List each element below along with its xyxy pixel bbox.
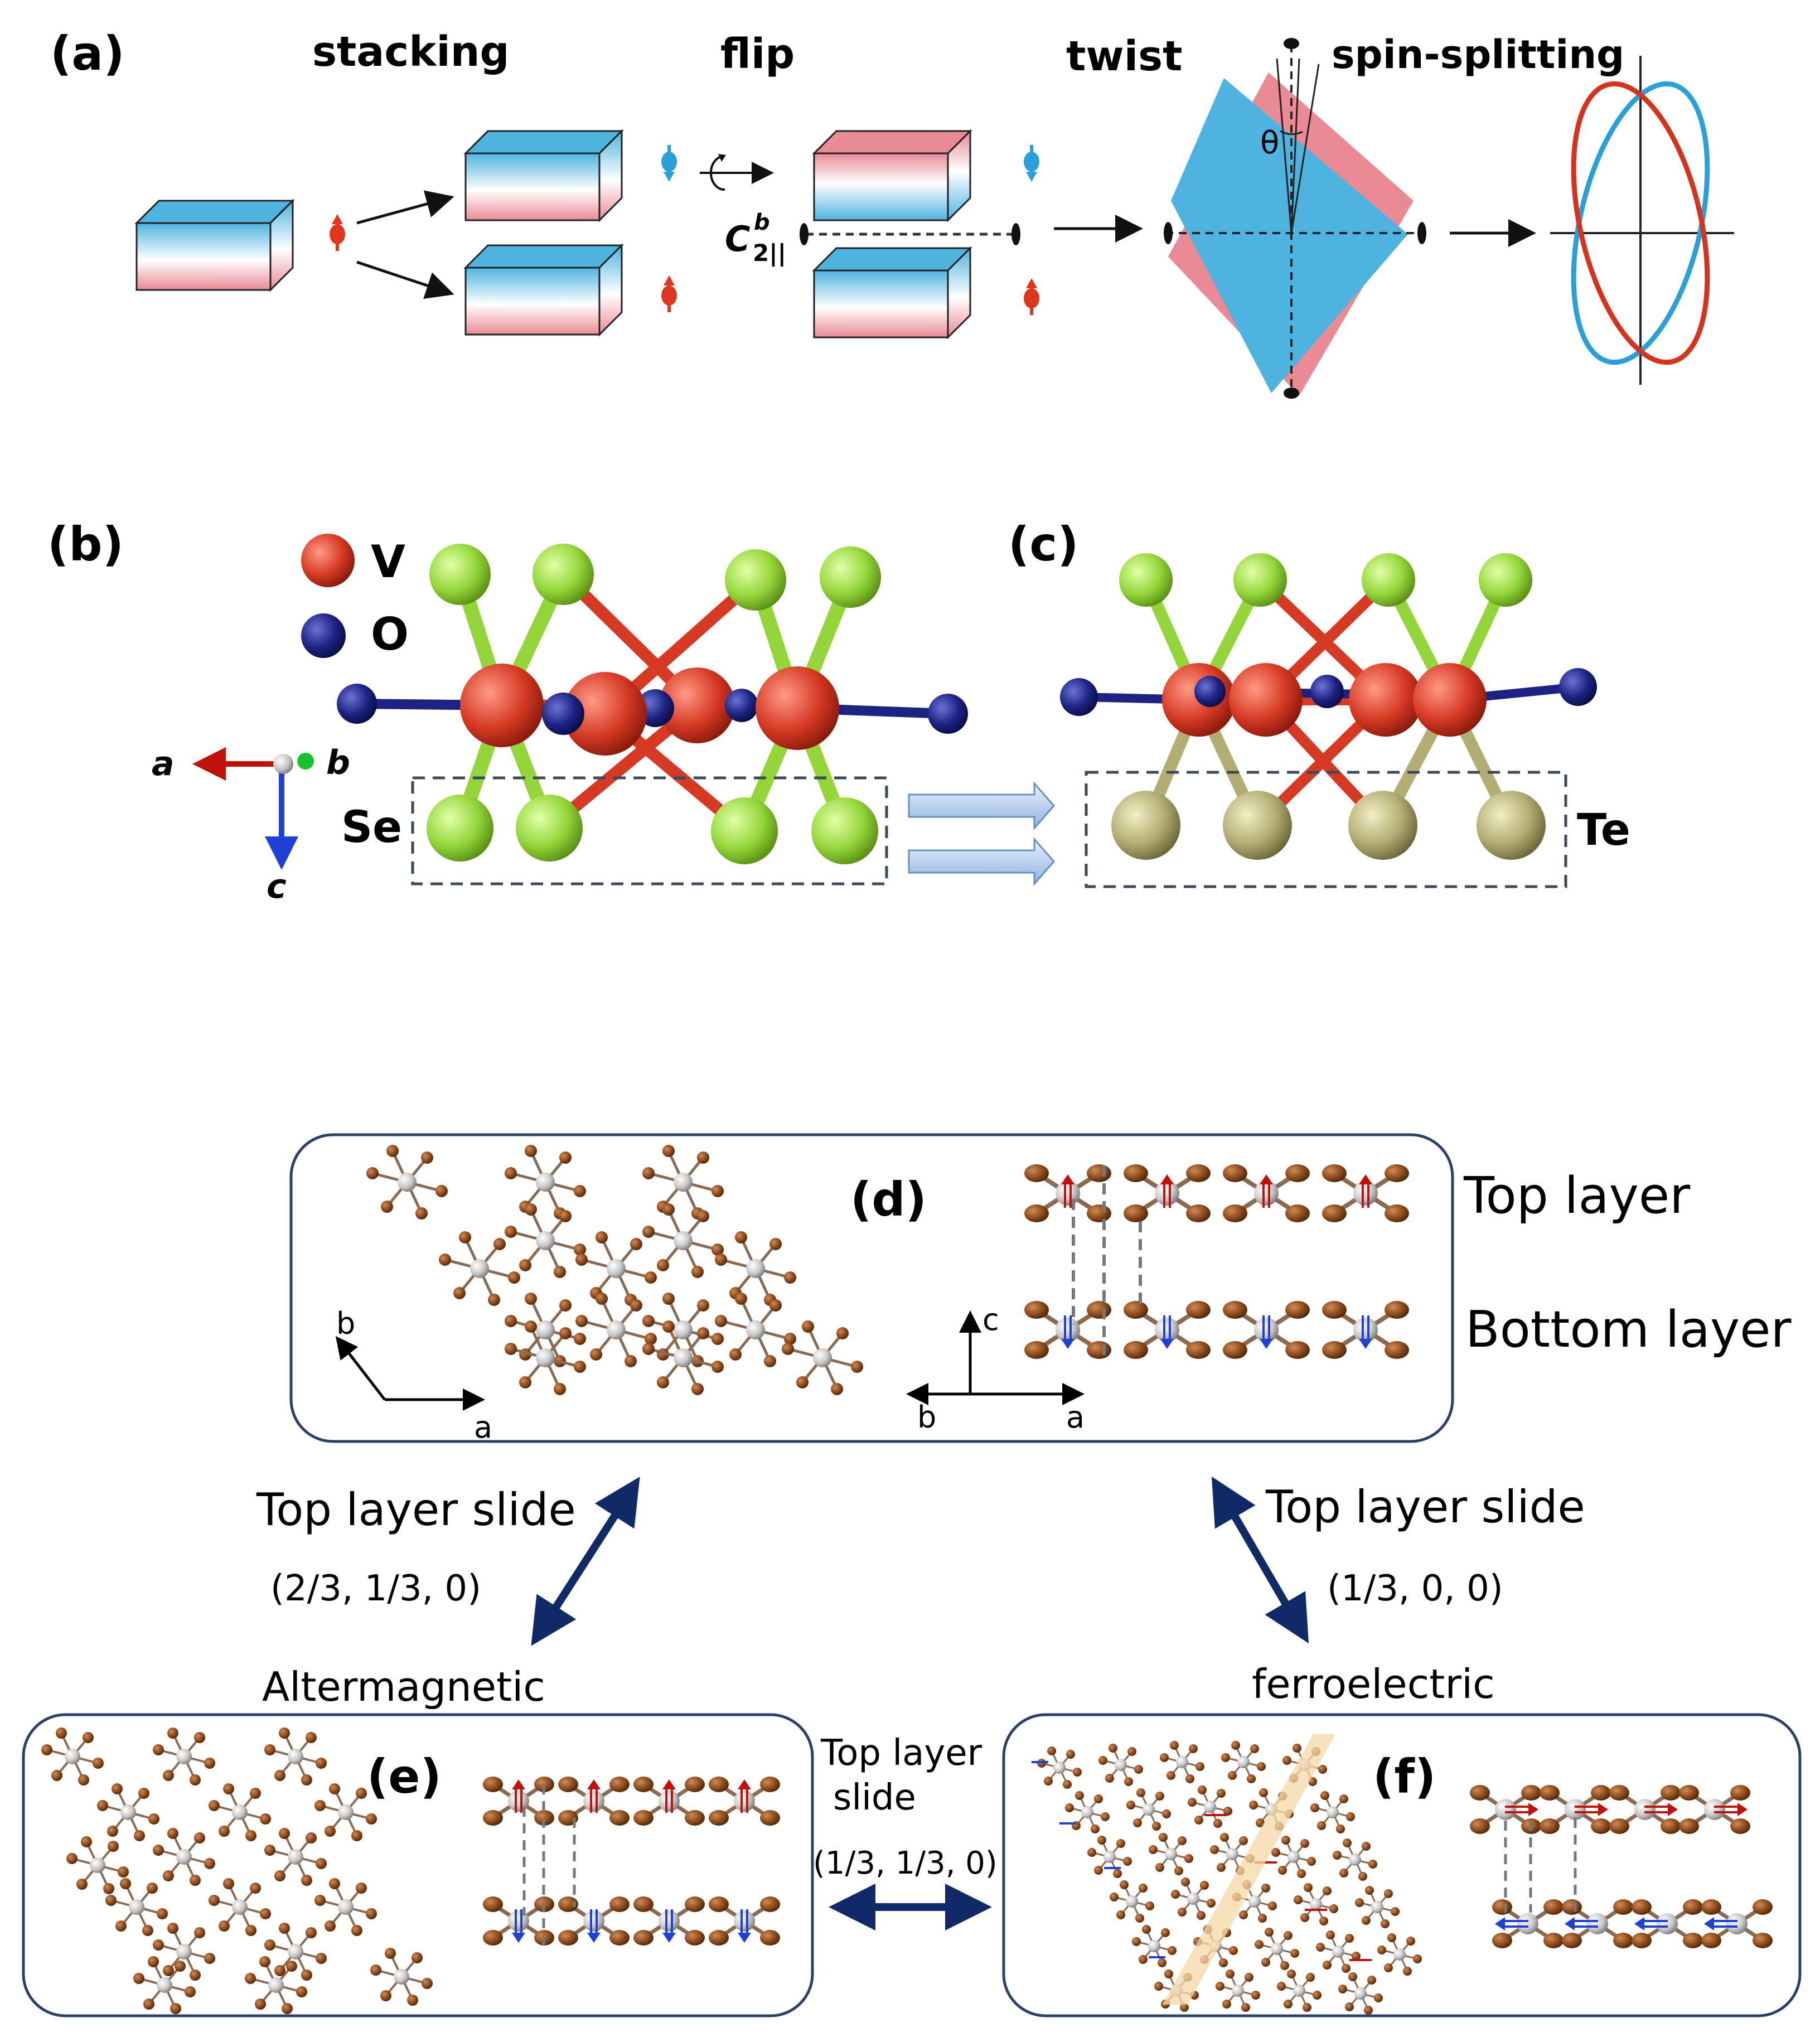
bottom-layer-label: Bottom layer bbox=[1465, 1300, 1792, 1359]
legend-o-label: O bbox=[371, 608, 409, 660]
svg-text:b: b bbox=[754, 210, 770, 235]
axis-a-label: a bbox=[152, 744, 175, 783]
vose-structure bbox=[337, 544, 968, 864]
step-stacking-label: stacking bbox=[312, 28, 509, 76]
spin-up-icon bbox=[1024, 278, 1039, 315]
axis-c-label: c bbox=[267, 867, 287, 906]
stacking-arrow-up bbox=[356, 190, 454, 225]
spin-up-icon bbox=[661, 275, 677, 312]
panel-b-label: (b) bbox=[47, 517, 124, 572]
panel-c-label: (c) bbox=[1008, 517, 1079, 572]
spin-down-icon bbox=[661, 145, 677, 182]
altermagnetic-caption: Altermagnetic bbox=[262, 1663, 545, 1710]
flipped-bottom-slab bbox=[813, 247, 971, 338]
vote-structure bbox=[1060, 553, 1597, 860]
panel-d-side-axis-a: a bbox=[1066, 1400, 1085, 1435]
panel-d-axis-b: b bbox=[336, 1306, 355, 1341]
se-label: Se bbox=[341, 802, 402, 853]
panel-d-axis-a: a bbox=[474, 1410, 492, 1445]
bottom-slide-line1: Top layer bbox=[820, 1733, 982, 1774]
right-slide-arrow bbox=[1211, 1476, 1309, 1644]
stacked-top-slab bbox=[464, 130, 623, 221]
se-layer-box bbox=[411, 776, 888, 885]
spin-splitting-ellipses bbox=[1550, 56, 1734, 385]
stacked-bottom-slab bbox=[464, 244, 623, 336]
step-flip-label: flip bbox=[720, 30, 795, 78]
panel-f: (f) bbox=[1002, 1713, 1802, 2017]
panel-f-top-view bbox=[1032, 1740, 1423, 2016]
ferroelectric-caption: ferroelectric bbox=[1252, 1661, 1495, 1707]
panel-b: (b) V O a b c bbox=[47, 517, 1055, 906]
step-spin-splitting-label: spin-splitting bbox=[1332, 32, 1624, 78]
right-slide-vector: (1/3, 0, 0) bbox=[1327, 1568, 1503, 1609]
panel-a: (a) stacking flip twist spin-splitting bbox=[50, 26, 1734, 399]
c2-axis-marker bbox=[1011, 223, 1020, 245]
panel-d-side-axis-b: b bbox=[917, 1400, 936, 1435]
panel-e-side-view bbox=[483, 1777, 780, 1952]
bottom-slide-vector: (1/3, 1/3, 0) bbox=[813, 1845, 998, 1881]
step-twist-label: twist bbox=[1066, 32, 1183, 80]
o-atom-legend bbox=[301, 613, 346, 658]
polarization-direction-band bbox=[1163, 1734, 1335, 2005]
te-layer-box bbox=[1085, 771, 1567, 888]
flip-rotation-icon bbox=[700, 154, 774, 191]
spin-down-icon bbox=[1024, 145, 1039, 182]
panel-d-frame bbox=[289, 1133, 1454, 1443]
stacking-arrow-down bbox=[356, 260, 454, 299]
panel-e-label: (e) bbox=[367, 1749, 442, 1804]
bottom-slide-line2: slide bbox=[833, 1777, 916, 1818]
svg-text:C: C bbox=[725, 219, 751, 259]
spin-up-icon bbox=[330, 214, 345, 251]
left-slide-title: Top layer slide bbox=[256, 1484, 576, 1536]
panel-c: (c) bbox=[1008, 517, 1630, 888]
panel-d-axes-side bbox=[906, 1310, 1085, 1405]
c2-axis-marker bbox=[800, 223, 809, 245]
top-layer-label: Top layer bbox=[1463, 1167, 1690, 1225]
twist-angle-label: θ bbox=[1260, 125, 1279, 161]
panel-e: (e) bbox=[22, 1713, 814, 2017]
panel-f-side-view bbox=[1470, 1785, 1773, 1948]
left-slide-vector: (2/3, 1/3, 0) bbox=[270, 1568, 481, 1609]
monolayer-slab bbox=[135, 200, 294, 291]
panel-d-axes-inplane bbox=[335, 1336, 485, 1411]
right-slide-title: Top layer slide bbox=[1265, 1481, 1585, 1533]
panel-f-label: (f) bbox=[1373, 1749, 1436, 1804]
te-label: Te bbox=[1577, 805, 1630, 855]
flipped-top-slab bbox=[813, 130, 971, 221]
v-atom-legend bbox=[301, 534, 355, 587]
transitions: Top layer slide (2/3, 1/3, 0) Top layer … bbox=[256, 1476, 1585, 1930]
svg-text:2||: 2|| bbox=[753, 239, 786, 267]
panel-f-frame bbox=[1002, 1713, 1802, 2017]
axes-triad bbox=[192, 747, 314, 870]
c2-operator-label: C b 2|| bbox=[725, 210, 786, 267]
legend-v-label: V bbox=[371, 536, 405, 588]
left-slide-arrow bbox=[531, 1477, 640, 1646]
panel-d-side-view bbox=[1024, 1164, 1409, 1359]
panel-d: b a (d) c b a Top layer Bottom layer bbox=[289, 1133, 1792, 1445]
substitution-arrows bbox=[908, 781, 1055, 886]
panel-d-axis-c: c bbox=[982, 1302, 999, 1337]
panel-d-top-view bbox=[366, 1145, 863, 1395]
axis-b-label: b bbox=[326, 743, 350, 782]
twisted-bilayer bbox=[1164, 38, 1426, 399]
panel-d-label: (d) bbox=[850, 1172, 927, 1227]
panel-e-frame bbox=[22, 1713, 814, 2017]
panel-a-label: (a) bbox=[50, 26, 124, 81]
